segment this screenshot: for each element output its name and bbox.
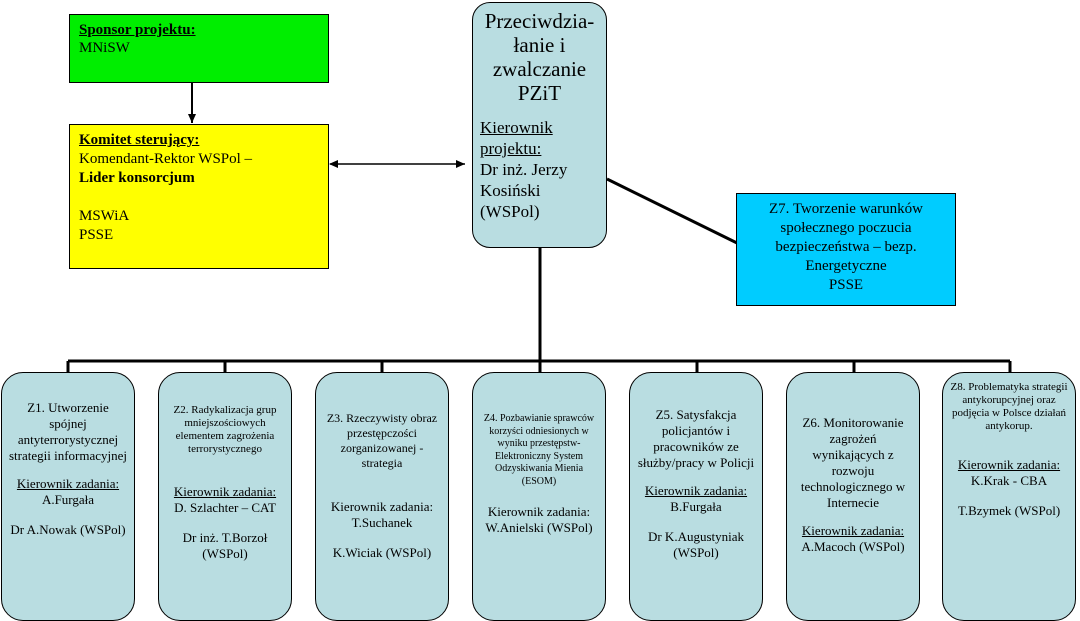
task-manager-label: Kierownik zadania: — [801, 523, 905, 538]
task-extra: T.Bzymek (WSPol) — [957, 503, 1061, 518]
task-box-z8: Z8. Problematyka strategii antykorupcyjn… — [942, 372, 1076, 621]
sponsor-value: MNiSW — [79, 40, 130, 56]
main-to-z7-connector — [606, 177, 738, 245]
task-manager: K.Krak - CBA — [970, 473, 1048, 488]
task-z7-box: Z7. Tworzenie warunków społecznego poczu… — [736, 193, 956, 306]
task-z7-org: PSSE — [828, 277, 864, 293]
committee-line-1: Komendant-Rektor WSPol – — [79, 151, 253, 167]
task-manager-label: Kierownik zadania: — [173, 484, 277, 499]
task-box-z4: Z4. Pozbawianie sprawców korzyści odnies… — [472, 372, 606, 621]
committee-line-4: PSSE — [79, 227, 114, 243]
main-project-title: Przeciwdzia-łanie i zwalczanie PZiT — [484, 9, 595, 105]
task-title: Z8. Problematyka strategii antykorupcyjn… — [950, 381, 1068, 432]
task-title: Z1. Utworzenie spójnej antyterrorystyczn… — [8, 400, 128, 463]
task-manager: B.Furgała — [670, 499, 722, 514]
task-manager-label: Kierownik zadania: — [330, 499, 434, 514]
task-extra: K.Wiciak (WSPol) — [332, 545, 432, 560]
task-manager: A.Macoch (WSPol) — [801, 539, 905, 554]
task-box-z2: Z2. Radykalizacja grup mniejszościowych … — [158, 372, 292, 621]
task-manager-label: Kierownik zadania: — [487, 504, 591, 519]
task-box-z3: Z3. Rzeczywisty obraz przestępczości zor… — [315, 372, 449, 621]
task-manager-label: Kierownik zadania: — [16, 476, 120, 491]
task-extra: Dr K.Augustyniak (WSPol) — [647, 529, 745, 560]
task-extra: Dr inż. T.Borzoł (WSPol) — [182, 530, 268, 561]
task-title: Z2. Radykalizacja grup mniejszościowych … — [173, 404, 277, 455]
steering-committee-box: Komitet sterujący: Komendant-Rektor WSPo… — [69, 124, 329, 269]
task-box-z1: Z1. Utworzenie spójnej antyterrorystyczn… — [1, 372, 135, 621]
task-z7-text: Z7. Tworzenie warunków społecznego poczu… — [768, 201, 924, 274]
main-manager-name: Dr inż. Jerzy Kosiński (WSPol) — [480, 160, 568, 221]
task-title: Z3. Rzeczywisty obraz przestępczości zor… — [326, 411, 438, 470]
task-manager: W.Anielski (WSPol) — [485, 520, 593, 535]
task-manager: D. Szlachter – CAT — [174, 500, 276, 515]
sponsor-box: Sponsor projektu: MNiSW — [69, 14, 329, 83]
main-manager-label: Kierownik projektu: — [480, 118, 553, 158]
committee-label: Komitet sterujący: — [79, 132, 200, 148]
task-extra: Dr A.Nowak (WSPol) — [10, 522, 126, 537]
task-drop-lines — [66, 361, 1012, 372]
task-box-z5: Z5. Satysfakcja policjantów i pracownikó… — [629, 372, 763, 621]
sponsor-label: Sponsor projektu: — [79, 22, 196, 38]
task-title: Z6. Monitorowanie zagrożeń wynikających … — [800, 415, 906, 510]
committee-line-2: Lider konsorcjum — [79, 170, 195, 186]
task-title: Z5. Satysfakcja policjantów i pracownikó… — [637, 407, 755, 470]
task-manager-label: Kierownik zadania: — [957, 457, 1061, 472]
task-box-z6: Z6. Monitorowanie zagrożeń wynikających … — [786, 372, 920, 621]
task-title: Z4. Pozbawianie sprawców korzyści odnies… — [483, 413, 595, 487]
main-project-box: Przeciwdzia-łanie i zwalczanie PZiT Kier… — [472, 2, 607, 248]
task-manager-label: Kierownik zadania: — [644, 483, 748, 498]
task-manager: T.Suchanek — [351, 515, 413, 530]
task-manager: A.Furgała — [41, 492, 95, 507]
committee-line-3: MSWiA — [79, 208, 130, 224]
